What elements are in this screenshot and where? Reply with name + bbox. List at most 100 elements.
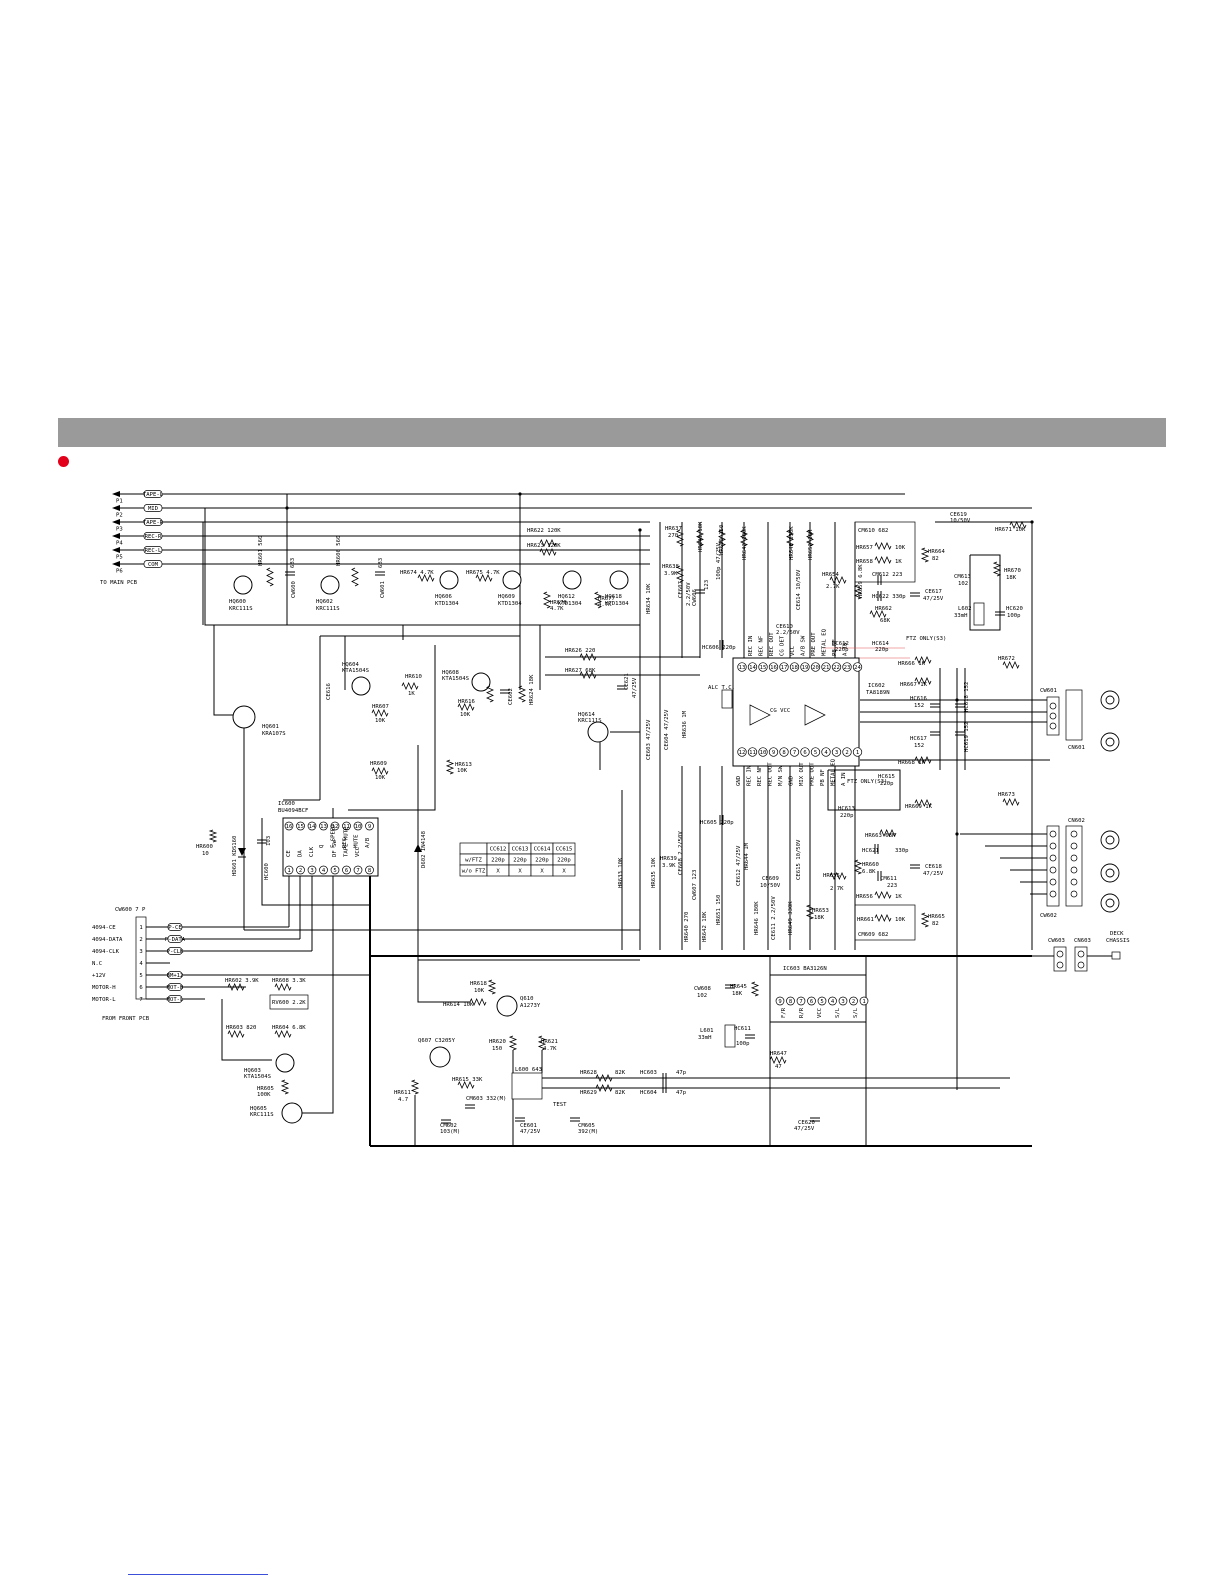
main-connector-tag: MID xyxy=(148,506,159,512)
part-label: HR626 220 xyxy=(565,648,595,654)
part-label: HR635 10K xyxy=(651,857,657,888)
cap-table-cell-text: X xyxy=(496,869,500,875)
ic600-pin-number: 14 xyxy=(309,824,316,830)
cn601-body xyxy=(1065,689,1083,741)
connector-pin xyxy=(1049,878,1057,886)
resistor xyxy=(518,685,526,703)
ic602-pin xyxy=(831,747,842,757)
ic600-pin xyxy=(319,865,328,875)
transistor-ref: HQ605 xyxy=(250,1106,267,1112)
cap-table-cell-text: X xyxy=(562,869,566,875)
transistor-part: KRC111S xyxy=(578,718,602,724)
part-label: 47 xyxy=(775,1064,782,1070)
main-connector-pin: P1 xyxy=(116,499,123,505)
part-label: HR645 xyxy=(730,984,747,990)
transistor-ref: HQ612 xyxy=(558,594,575,600)
part-label: HR644 1M xyxy=(744,842,750,870)
connector-pin xyxy=(1049,712,1057,720)
ic602-pin-number: 21 xyxy=(823,665,830,671)
connector-pin xyxy=(1070,854,1078,862)
part-label: CE618 xyxy=(925,864,942,870)
resistor xyxy=(457,703,475,711)
part-label: HR620 xyxy=(489,1039,506,1045)
part-label: 102 xyxy=(697,993,707,999)
resistor xyxy=(874,542,892,550)
ic600-pin-label: CLK xyxy=(309,846,315,857)
ic602-pin-number: 17 xyxy=(781,665,788,671)
connector-ref: DECK xyxy=(1110,931,1124,937)
ic600-pin xyxy=(330,865,340,875)
resistor xyxy=(410,1079,420,1095)
ic603-pin-number: 1 xyxy=(862,999,865,1005)
part-label: HR606 560 xyxy=(336,536,342,566)
part-label: CE612 47/25V xyxy=(736,845,742,886)
resistor xyxy=(274,983,292,991)
part-label: 4.7 xyxy=(398,1097,408,1103)
wiring xyxy=(120,492,1112,1147)
part-label: CE619 xyxy=(950,512,967,518)
connector-tag xyxy=(143,546,163,554)
part-label: HR657 xyxy=(856,545,873,551)
cap-table-cell xyxy=(552,864,576,877)
front-connector-pin-number: 4 xyxy=(139,961,143,967)
resistor xyxy=(806,529,814,547)
resistor xyxy=(696,529,704,547)
section-bullet xyxy=(58,456,69,467)
part-label: HC605 220p xyxy=(700,820,734,826)
part-label: 123 xyxy=(704,580,710,590)
ic602-pin-label: REC IN xyxy=(748,636,754,656)
part-label: L602 xyxy=(958,606,971,612)
ic603-pin xyxy=(807,996,816,1006)
ic600-pin-number: 4 xyxy=(322,868,326,874)
connector-arrow xyxy=(112,491,120,497)
main-connector-tag: TAPE-R xyxy=(143,520,164,526)
part-label: 68K xyxy=(880,618,891,624)
ic600-pin-number: 1 xyxy=(287,868,290,874)
ic602-pin xyxy=(768,662,779,672)
part-label: HR640 270 xyxy=(684,912,690,942)
part-label: 152 xyxy=(914,703,924,709)
resistor xyxy=(469,998,487,1006)
ic602-pin-label: PB NF xyxy=(832,639,838,656)
resistor xyxy=(537,1035,547,1051)
l601-coil xyxy=(724,1024,736,1048)
part-label: HR670 xyxy=(1004,568,1021,574)
ic600-pin-number: 12 xyxy=(332,824,339,830)
ic602-pin xyxy=(810,747,821,757)
ic602-pin xyxy=(789,747,800,757)
part-label: CE614 10/50V xyxy=(796,569,802,610)
part-label: HR667 1K xyxy=(900,682,928,688)
front-connector-pin-number: 7 xyxy=(139,997,142,1003)
ic603-body xyxy=(769,974,867,1023)
part-label: 4.7K xyxy=(543,1046,557,1052)
ic603-pin-number: 6 xyxy=(810,999,813,1005)
resistor xyxy=(227,1030,245,1038)
front-connector-tag xyxy=(167,935,183,943)
ic600-pin-number: 6 xyxy=(345,868,348,874)
footer-link-underline[interactable] xyxy=(128,1574,268,1575)
ic602-pin-label: CG DET xyxy=(780,635,786,656)
ic600-pin xyxy=(284,821,294,831)
resistor xyxy=(595,1074,613,1082)
transistor-HQ604 xyxy=(351,676,371,696)
transistor-part: KTA1504S xyxy=(244,1074,271,1080)
ic602-pin-label: M/N SW xyxy=(778,765,784,786)
part-label: L600 643 xyxy=(515,1067,542,1073)
part-label: HR604 6.8K xyxy=(272,1025,306,1031)
ic602-pin-label: A IN xyxy=(841,773,847,786)
ic602-pin xyxy=(758,747,768,757)
part-label: HC620 xyxy=(1006,606,1023,612)
connector-pin xyxy=(1049,854,1057,862)
transistor-HQ614 xyxy=(587,721,609,743)
transistor-HQ606 xyxy=(439,570,459,590)
part-label: L601 xyxy=(700,1028,713,1034)
amp-symbol xyxy=(749,704,771,726)
ic602-alc: ALC T.C. xyxy=(708,685,735,691)
resistor xyxy=(879,829,897,837)
resistor xyxy=(475,574,493,582)
part-label: CW607 123 xyxy=(692,870,698,900)
front-connector-pin-number: 2 xyxy=(139,937,142,943)
front-connector-tag xyxy=(167,995,183,1003)
ic600-pin-number: 7 xyxy=(356,868,359,874)
ic600-pin xyxy=(365,821,374,831)
